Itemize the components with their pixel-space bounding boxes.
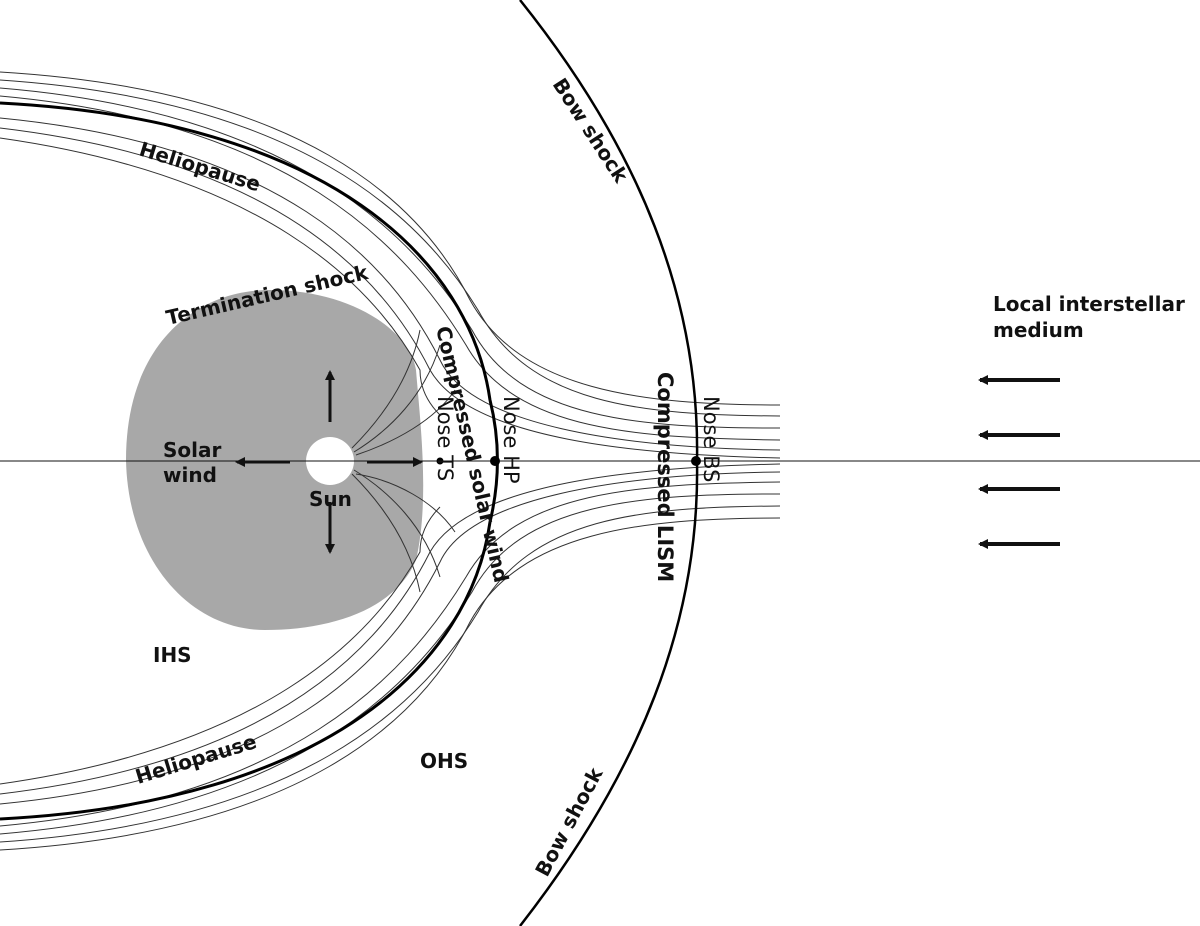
nose-hp-label: Nose HP <box>499 396 523 484</box>
solar-wind-label-line2: wind <box>163 463 217 487</box>
sun-label: Sun <box>309 487 352 511</box>
field-lines-upper <box>0 71 781 459</box>
ihs-label: IHS <box>153 643 192 667</box>
heliopause-label-bottom: Heliopause <box>132 729 259 789</box>
bow-shock-label-bottom: Bow shock <box>530 763 608 880</box>
nose-ts-dot <box>436 457 444 465</box>
inner-streamlines <box>351 329 456 593</box>
bow-shock-label-top: Bow shock <box>548 74 634 188</box>
ohs-label: OHS <box>420 749 468 773</box>
lism-arrows <box>978 375 1060 549</box>
compressed-lism-label: Compressed LISM <box>653 372 677 582</box>
nose-bs-dot <box>691 456 701 466</box>
lism-label-line1: Local interstellar <box>993 292 1185 316</box>
nose-ts-label: Nose TS <box>433 396 457 481</box>
lism-label-line2: medium <box>993 318 1084 342</box>
termination-shock-region <box>126 290 424 630</box>
nose-hp-dot <box>490 456 500 466</box>
nose-bs-label: Nose BS <box>699 396 723 482</box>
solar-wind-label-line1: Solar <box>163 438 221 462</box>
solar-wind-arrows <box>235 370 423 554</box>
